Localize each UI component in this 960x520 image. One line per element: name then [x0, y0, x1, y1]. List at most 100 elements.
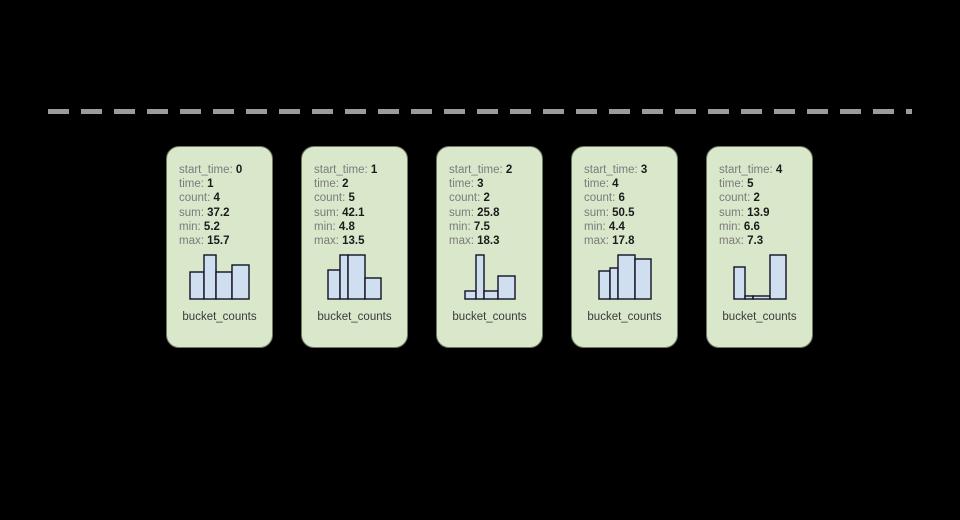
field-value: 3 — [473, 178, 484, 191]
field-value: 4 — [608, 178, 619, 191]
field-value: 15.7 — [203, 235, 230, 248]
field-label: start_time: — [719, 164, 773, 176]
field-value: 2 — [480, 192, 490, 205]
field-time: time: 4 — [584, 177, 677, 191]
bucket-counts-histogram — [437, 254, 542, 302]
field-label: sum: — [314, 206, 339, 219]
histogram-svg — [732, 254, 787, 300]
field-label: min: — [179, 220, 201, 233]
field-time: time: 5 — [719, 177, 812, 191]
bucket-counts-histogram — [707, 254, 812, 302]
field-label: time: — [584, 178, 609, 191]
field-time: time: 3 — [449, 177, 542, 191]
field-min: min: 4.4 — [584, 220, 677, 234]
field-max: max: 13.5 — [314, 234, 407, 248]
histogram-bar — [608, 267, 619, 300]
bucket-counts-histogram — [572, 254, 677, 302]
histogram-bar — [203, 254, 217, 300]
field-start-time: start_time: 1 — [314, 163, 407, 177]
field-label: sum: — [719, 206, 744, 219]
field-label: start_time: — [314, 164, 368, 176]
field-label: sum: — [179, 206, 204, 219]
field-start-time: start_time: 3 — [584, 163, 677, 177]
field-sum: sum: 13.9 — [719, 206, 812, 220]
field-time: time: 2 — [314, 177, 407, 191]
field-label: max: — [719, 235, 744, 248]
field-min: min: 5.2 — [179, 220, 272, 234]
dashed-divider — [48, 109, 912, 114]
histogram-bar — [215, 271, 233, 300]
field-value: 7.3 — [743, 235, 764, 248]
field-label: count: — [719, 192, 751, 205]
histogram-bar — [616, 254, 636, 300]
field-value: 25.8 — [473, 206, 500, 219]
field-value: 2 — [750, 192, 760, 205]
field-label: min: — [449, 220, 471, 233]
field-count: count: 5 — [314, 191, 407, 205]
field-start-time: start_time: 2 — [449, 163, 542, 177]
field-value: 50.5 — [608, 206, 635, 219]
field-value: 1 — [203, 178, 214, 191]
histogram-svg — [189, 254, 250, 300]
field-label: sum: — [449, 206, 474, 219]
field-start-time: start_time: 4 — [719, 163, 812, 177]
field-label: count: — [314, 192, 346, 205]
field-sum: sum: 25.8 — [449, 206, 542, 220]
field-max: max: 15.7 — [179, 234, 272, 248]
field-max: max: 18.3 — [449, 234, 542, 248]
histogram-bar — [347, 254, 366, 300]
field-sum: sum: 50.5 — [584, 206, 677, 220]
field-value: 18.3 — [473, 235, 500, 248]
field-value: 1 — [367, 164, 378, 176]
histogram-bar — [364, 277, 382, 300]
histogram-bar — [496, 275, 516, 300]
histogram-bar — [482, 290, 499, 300]
field-sum: sum: 42.1 — [314, 206, 407, 220]
field-label: start_time: — [449, 164, 503, 176]
histogram-bar — [189, 271, 205, 300]
histogram-bar — [231, 264, 250, 300]
field-time: time: 1 — [179, 177, 272, 191]
histogram-bar — [474, 254, 485, 300]
bucket-counts-label: bucket_counts — [452, 311, 527, 323]
field-value: 37.2 — [203, 206, 230, 219]
field-sum: sum: 37.2 — [179, 206, 272, 220]
histogram-bar — [339, 254, 349, 300]
field-count: count: 2 — [719, 191, 812, 205]
field-min: min: 7.5 — [449, 220, 542, 234]
histogram-bar — [463, 290, 477, 300]
field-start-time: start_time: 0 — [179, 163, 272, 177]
histogram-svg — [597, 254, 652, 300]
histogram-bar — [732, 266, 746, 300]
field-value: 4.4 — [605, 220, 625, 233]
field-value: 6.6 — [740, 220, 760, 233]
field-value: 4 — [772, 164, 783, 176]
field-label: start_time: — [179, 164, 233, 176]
field-label: max: — [449, 235, 474, 248]
histogram-bar — [751, 295, 771, 300]
field-label: time: — [179, 178, 204, 191]
bucket-counts-label: bucket_counts — [722, 311, 797, 323]
field-count: count: 2 — [449, 191, 542, 205]
field-value: 6 — [615, 192, 625, 205]
bucket-counts-label: bucket_counts — [587, 311, 662, 323]
field-max: max: 7.3 — [719, 234, 812, 248]
histogram-svg — [327, 254, 382, 300]
field-value: 13.9 — [743, 206, 770, 219]
field-value: 5.2 — [200, 220, 220, 233]
field-label: min: — [314, 220, 336, 233]
histogram-bar — [743, 295, 754, 300]
histogram-svg — [463, 254, 516, 300]
field-label: max: — [314, 235, 339, 248]
histogram-bar — [768, 254, 787, 300]
field-min: min: 6.6 — [719, 220, 812, 234]
